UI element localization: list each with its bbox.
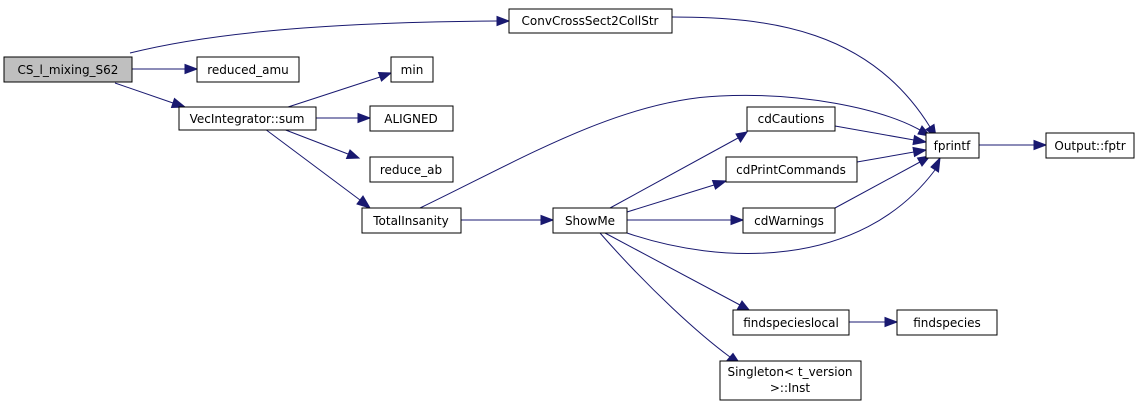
edge-root-to-vecint <box>114 82 187 109</box>
node-label-line-2: >::Inst <box>770 381 811 395</box>
node-label: cdPrintCommands <box>736 163 846 177</box>
node-cdcautions[interactable]: cdCautions <box>746 106 836 132</box>
edge-totalinsanity-to-showme <box>461 214 555 226</box>
node-reduce-ab[interactable]: reduce_ab <box>369 156 454 183</box>
edge-showme-to-cdprint <box>626 179 728 213</box>
edge-vecint-to-min <box>284 71 393 109</box>
node-label: fprintf <box>934 139 971 153</box>
node-label: ConvCrossSect2CollStr <box>522 14 659 28</box>
edge-showme-to-cdwarnings <box>627 214 745 226</box>
edge-showme-to-cdcautions <box>609 131 749 209</box>
edge-totalinsanity-to-fprintf <box>419 94 932 209</box>
node-vecintegrator-sum[interactable]: VecIntegrator::sum <box>178 106 317 131</box>
node-cdwarnings[interactable]: cdWarnings <box>742 207 836 234</box>
node-label: findspecies <box>913 316 981 330</box>
node-totalinsanity[interactable]: TotalInsanity <box>361 207 462 234</box>
edge-showme-to-findlocal <box>604 232 752 312</box>
node-label: Output::fptr <box>1054 139 1125 153</box>
node-label: findspecieslocal <box>743 316 839 330</box>
node-cs-l-mixing-s62[interactable]: CS_l_mixing_S62 <box>3 56 133 83</box>
edge-root-to-conv <box>129 15 511 54</box>
node-aligned[interactable]: ALIGNED <box>369 105 454 132</box>
node-findspecieslocal[interactable]: findspecieslocal <box>732 309 850 336</box>
node-label: cdCautions <box>758 112 825 126</box>
edge-findlocal-to-findspecies <box>849 316 899 328</box>
node-label: ShowMe <box>565 214 615 228</box>
node-label: VecIntegrator::sum <box>190 112 305 126</box>
node-label: reduce_ab <box>380 163 442 177</box>
edge-cdcautions-to-fprintf <box>834 125 928 146</box>
node-label-line-1: Singleton< t_version <box>727 365 852 379</box>
node-label: CS_l_mixing_S62 <box>18 63 119 77</box>
edge-cdprint-to-fprintf <box>856 146 928 163</box>
node-cdprintcommands[interactable]: cdPrintCommands <box>725 156 858 183</box>
node-label: cdWarnings <box>754 214 824 228</box>
edge-root-to-reduced-amu <box>132 63 199 75</box>
node-reduced-amu[interactable]: reduced_amu <box>196 56 300 83</box>
edge-vecint-to-aligned <box>316 112 372 124</box>
node-label: reduced_amu <box>207 63 289 77</box>
edge-showme-to-fprintf <box>626 156 941 254</box>
edge-vecint-to-totalinsanity <box>264 128 372 209</box>
node-singleton-inst[interactable]: Singleton< t_version >::Inst <box>719 360 862 401</box>
node-label: ALIGNED <box>384 112 438 126</box>
node-label: TotalInsanity <box>372 214 449 228</box>
node-showme[interactable]: ShowMe <box>552 207 628 234</box>
edge-fprintf-to-outputfptr <box>979 139 1048 151</box>
node-convcrosssect2collstr[interactable]: ConvCrossSect2CollStr <box>508 8 673 34</box>
edge-vecint-to-reduce-ab <box>282 128 361 160</box>
node-output-fptr[interactable]: Output::fptr <box>1045 132 1135 159</box>
node-label: min <box>401 63 424 77</box>
node-fprintf[interactable]: fprintf <box>925 132 980 159</box>
node-findspecies[interactable]: findspecies <box>896 309 998 336</box>
node-min[interactable]: min <box>390 56 434 83</box>
